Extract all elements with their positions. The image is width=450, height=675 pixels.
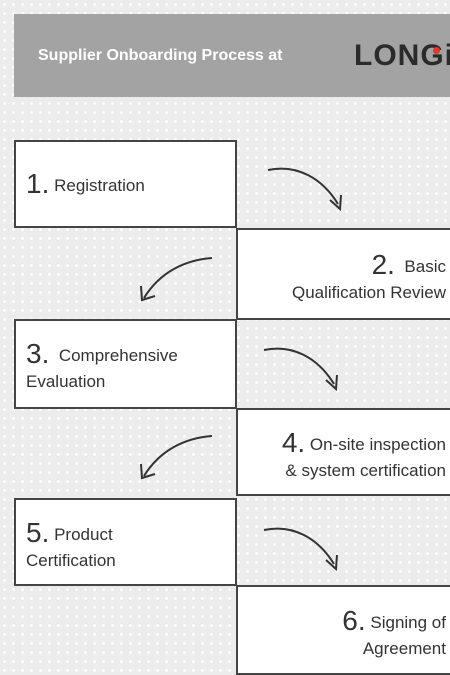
longi-logo: LONGi (354, 39, 450, 72)
step-2-number: 2. (371, 249, 395, 280)
step-3-label-line2: Evaluation (26, 372, 106, 391)
step-3-box: 3. Comprehensive Evaluation (14, 319, 237, 409)
curved-arrow-right-down-icon (263, 527, 338, 572)
step-2-box: 2. Basic Qualification Review (236, 228, 450, 320)
step-3-label-line1: Comprehensive (58, 346, 178, 365)
step-2-label-line2: Qualification Review (291, 283, 446, 302)
curved-arrow-left-down-icon (140, 257, 213, 302)
curved-arrow-right-down-icon (263, 347, 338, 392)
curved-arrow-left-down-icon (140, 435, 213, 480)
curved-arrow-right-down-icon (267, 167, 342, 212)
step-4-box: 4. On-site inspection & system certifica… (236, 408, 450, 496)
step-2-label-line1: Basic (404, 257, 446, 276)
banner-title: Supplier Onboarding Process at (38, 47, 283, 64)
step-5-number: 5. (26, 517, 50, 548)
step-4-label-line1: On-site inspection (309, 435, 446, 454)
step-1-box: 1. Registration (14, 140, 237, 228)
header-banner: Supplier Onboarding Process at LONGi (14, 14, 450, 97)
step-6-box: 6. Signing of Agreement (236, 585, 450, 675)
step-1-label: Registration (54, 176, 145, 195)
logo-red-dot (433, 47, 440, 54)
step-1-number: 1. (26, 168, 50, 199)
step-3-number: 3. (26, 338, 50, 369)
step-6-label-line2: Agreement (362, 639, 446, 658)
step-4-number: 4. (281, 427, 306, 458)
step-4-label-line2: & system certification (285, 461, 446, 480)
step-5-label-line2: Certification (26, 551, 116, 570)
step-5-box: 5. Product Certification (14, 498, 237, 586)
step-5-label-line1: Product (54, 525, 113, 544)
step-6-label-line1: Signing of (370, 613, 446, 632)
step-6-number: 6. (342, 605, 366, 636)
